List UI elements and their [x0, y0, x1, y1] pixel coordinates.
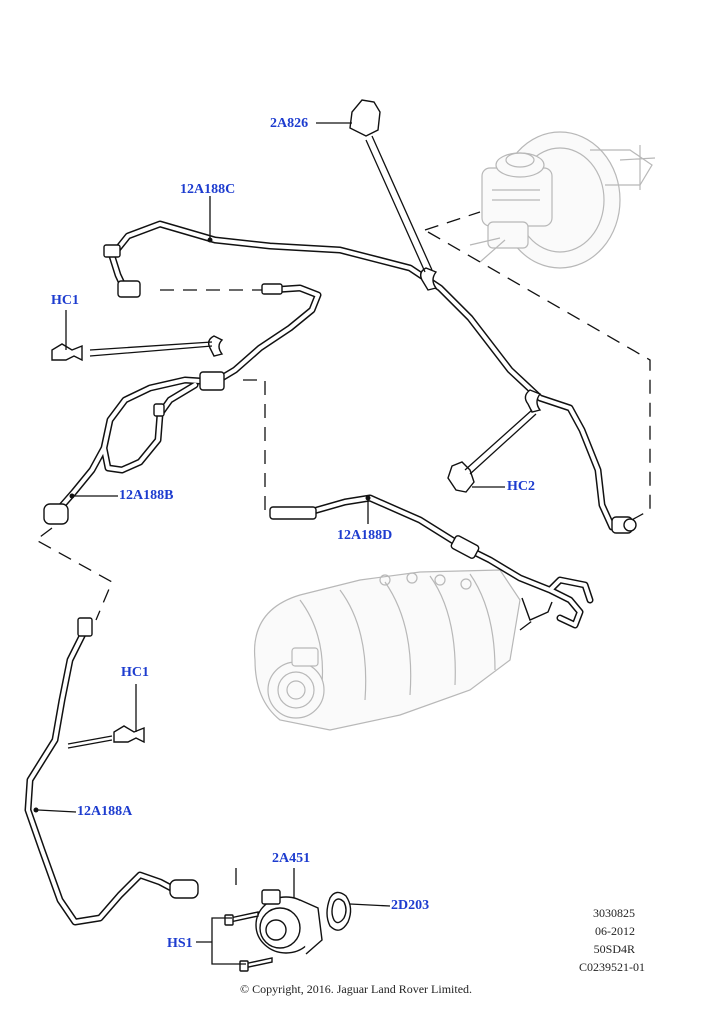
vacuum-hose-12a188d	[269, 494, 594, 629]
reference-code: 50SD4R	[593, 942, 635, 956]
brake-booster-illustration	[469, 131, 656, 269]
intake-manifold-illustration	[253, 569, 521, 731]
reference-illustration-id: C0239521-01	[579, 960, 645, 974]
copyright-notice: © Copyright, 2016. Jaguar Land Rover Lim…	[239, 982, 473, 996]
label-12a188a: 12A188A	[77, 804, 133, 819]
label-2d203: 2D203	[391, 898, 430, 913]
label-12a188c: 12A188C	[180, 182, 236, 197]
hose-clip-hc1-top	[51, 335, 224, 362]
label-hc1-bottom: HC1	[121, 665, 149, 680]
assembly-dash-lines	[34, 211, 651, 631]
label-12a188b: 12A188B	[119, 488, 174, 503]
seal-2d203	[326, 891, 352, 931]
hose-clip-2a826	[349, 99, 438, 291]
reference-number: 3030825	[593, 906, 635, 920]
reference-date: 06-2012	[595, 924, 635, 938]
label-12a188d: 12A188D	[337, 528, 393, 543]
label-hc1-top: HC1	[51, 293, 79, 308]
label-hc2: HC2	[507, 479, 535, 494]
vacuum-hose-12a188a	[24, 617, 199, 926]
label-2a451: 2A451	[272, 851, 311, 866]
vacuum-hose-12a188c	[103, 220, 637, 534]
label-2a826: 2A826	[270, 116, 309, 131]
hose-clip-hc2	[447, 389, 542, 493]
leader-lines	[33, 122, 537, 965]
vacuum-pump-2a451	[255, 889, 323, 955]
label-hs1: HS1	[167, 936, 193, 951]
vacuum-hose-12a188b	[43, 283, 322, 525]
hose-clip-hc1-bottom	[113, 725, 145, 744]
